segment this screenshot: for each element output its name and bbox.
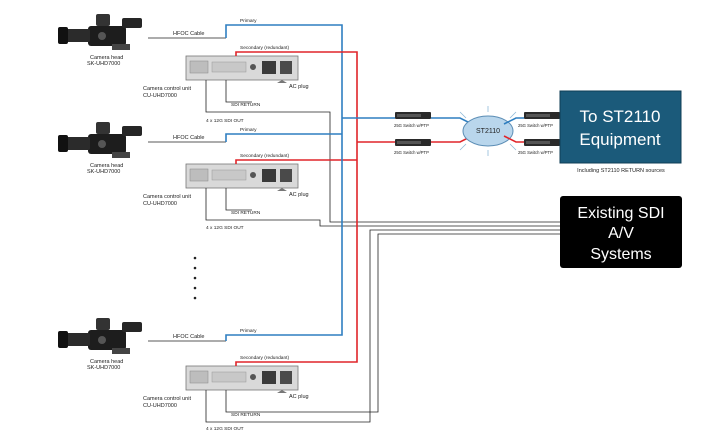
sdi-return-3 (225, 390, 252, 413)
st2110-hub-icon (459, 106, 517, 156)
ccu-label: Camera control unit (143, 194, 191, 200)
switch-label: 25G Switch w/PTP (518, 123, 553, 128)
sdi-return-label: SDI RETURN (231, 210, 261, 216)
sdi-return-2 (225, 188, 252, 211)
hub-label: ST2110 (476, 128, 500, 135)
secondary-label: Secondary (redundant) (240, 355, 289, 361)
sdi-out-label: 4 x 12G SDI OUT (206, 225, 244, 231)
ccu-model: CU-UHD7000 (143, 201, 177, 207)
secondary-label: Secondary (redundant) (240, 153, 289, 159)
camera-model: SK-UHD7000 (87, 365, 120, 371)
sdi-out-3 (205, 229, 560, 423)
secondary-label: Secondary (redundant) (240, 45, 289, 51)
sdi-return-label: SDI RETURN (231, 102, 261, 108)
switch-secondary-left-icon (395, 139, 431, 146)
switch-label: 25G Switch w/PTP (394, 123, 429, 128)
ccu-2-icon (185, 163, 299, 189)
ccu-label: Camera control unit (143, 86, 191, 92)
ac-plug-label: AC plug (289, 192, 309, 198)
camera-label: Camera head (90, 359, 123, 365)
primary-label: Primary (240, 127, 257, 133)
switch-secondary-right-icon (524, 139, 560, 146)
camera-model: SK-UHD7000 (87, 169, 120, 175)
hfoc-label: HFOC Cable (173, 135, 204, 141)
switch-label: 25G Switch w/PTP (394, 150, 429, 155)
hfoc-label: HFOC Cable (173, 334, 204, 340)
sdi-line3: Systems (590, 246, 651, 263)
sdi-line2: A/V (608, 225, 634, 242)
st2110-line1: To ST2110 (580, 107, 661, 126)
camera-model: SK-UHD7000 (87, 61, 120, 67)
ccu-model: CU-UHD7000 (143, 403, 177, 409)
ccu-3-icon (185, 365, 299, 391)
st2110-equipment-box: To ST2110 Equipment Including ST2110 RET… (559, 90, 682, 174)
st2110-line2: Equipment (579, 130, 661, 149)
sdi-systems-box: Existing SDI A/V Systems (560, 196, 682, 268)
sdi-return-label: SDI RETURN (231, 412, 261, 418)
ccu-1-icon (185, 55, 299, 81)
ccu-model: CU-UHD7000 (143, 93, 177, 99)
camera-head-1-icon (58, 14, 142, 50)
camera-unit-3: Camera head SK-UHD7000 HFOC Cable Primar… (58, 118, 560, 432)
secondary-link-3 (235, 142, 358, 366)
ccu-label: Camera control unit (143, 396, 191, 402)
ip-network: 25G Switch w/PTP 25G Switch w/PTP ST2110… (342, 106, 566, 156)
camera-label: Camera head (90, 55, 123, 61)
sdi-return-1 (225, 80, 252, 103)
sdi-out-label: 4 x 12G SDI OUT (206, 118, 244, 124)
camera-head-3-icon (58, 318, 142, 354)
camera-head-2-icon (58, 122, 142, 158)
primary-link-2 (225, 133, 342, 142)
st2110-note: Including ST2110 RETURN sources (577, 168, 665, 174)
ac-plug-label: AC plug (289, 84, 309, 90)
sdi-out-1 (205, 80, 560, 223)
sdi-out-2 (205, 188, 560, 227)
primary-label: Primary (240, 328, 257, 334)
secondary-link-2 (235, 159, 357, 164)
primary-link-1 (225, 24, 343, 118)
sdi-line1: Existing SDI (577, 205, 664, 222)
more-units-ellipsis (193, 256, 197, 300)
secondary-link-1 (235, 51, 358, 142)
switch-primary-right-icon (524, 112, 560, 119)
primary-link-3 (225, 118, 343, 341)
hfoc-label: HFOC Cable (173, 31, 204, 37)
camera-unit-2: Camera head SK-UHD7000 HFOC Cable Primar… (58, 122, 560, 231)
switch-primary-left-icon (395, 112, 431, 119)
camera-label: Camera head (90, 163, 123, 169)
ac-plug-label: AC plug (289, 394, 309, 400)
sdi-out-label: 4 x 12G SDI OUT (206, 426, 244, 432)
camera-unit-1: Camera head SK-UHD7000 HFOC Cable Primar… (58, 14, 560, 223)
switch-label: 25G Switch w/PTP (518, 150, 553, 155)
primary-label: Primary (240, 18, 257, 24)
